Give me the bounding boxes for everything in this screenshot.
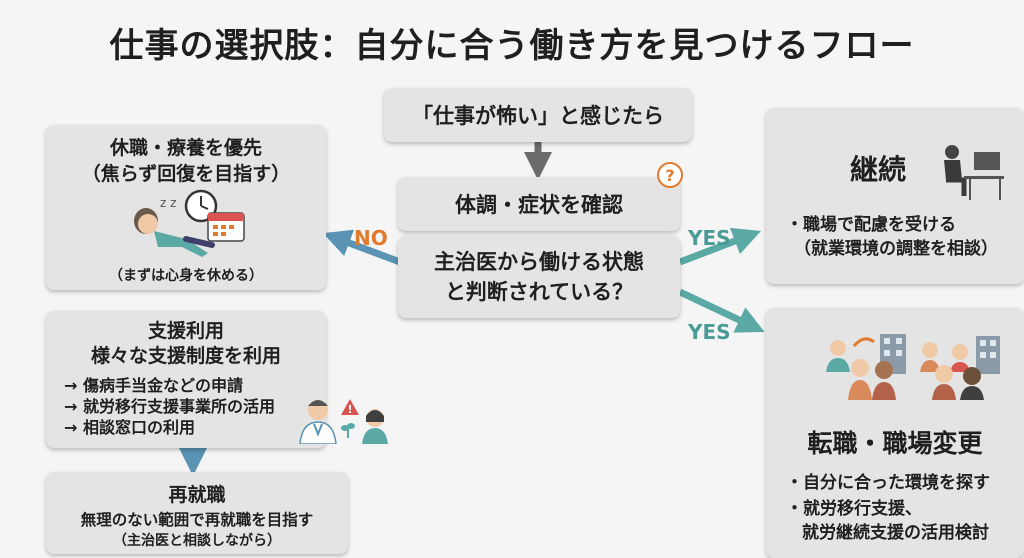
arrow-yes-change [678,288,765,333]
support-box: 支援利用 様々な支援制度を利用 → 傷病手当金などの申請 → 就労移行支援事業所… [46,311,326,448]
change-line: ・自分に合った環境を探す [786,473,990,493]
svg-text:?: ? [665,166,674,185]
yes-label-2: YES [688,320,731,344]
resting-person-icon: z z [116,191,216,265]
rest-title-2: （焦らず回復を目指す） [81,163,291,185]
svg-text:z z: z z [160,196,176,210]
question-line-2: と判断されている？ [444,280,634,304]
rework-title: 再就職 [168,484,226,506]
office-worker-icon [934,140,1004,206]
support-item: → 就労移行支援事業所の活用 [64,397,275,416]
yes-label-1: YES [688,226,731,250]
warning-icon: ! [340,398,360,420]
question-line-1: 主治医から働ける状態 [434,250,644,274]
change-line: 就労継続支援の活用検討 [802,523,989,543]
rest-note: （まずは心身を休める） [109,268,263,284]
calendar-icon [206,207,246,247]
change-line: ・就労移行支援、 [786,499,922,519]
rework-line: （主治医と相談しながら） [113,533,281,549]
support-item: → 傷病手当金などの申請 [64,376,243,395]
start-text: 「仕事が怖い」と感じたら [412,104,664,128]
arrow-no [322,229,402,266]
plant-icon [340,420,356,442]
counselor-icon [358,404,392,448]
continue-title: 継続 [850,153,907,186]
support-title-2: 様々な支援制度を利用 [90,345,281,367]
question-box: 主治医から働ける状態 と判断されている？ [398,236,680,318]
no-label: NO [354,226,388,250]
page-title: 仕事の選択肢：自分に合う働き方を見つけるフロー [109,26,915,66]
support-title-1: 支援利用 [147,320,224,342]
change-title: 転職・職場変更 [807,429,983,458]
continue-line: ・職場で配慮を受ける [786,215,956,235]
continue-line: （就業環境の調整を相談） [794,239,998,259]
question-icon: ? [656,161,684,193]
continue-box: 継続 ・職場で配慮を受ける （就業環境の調整を相談） [766,108,1024,284]
rework-box: 再就職 無理のない範囲で再就職を目指す （主治医と相談しながら） [46,472,348,554]
start-box: 「仕事が怖い」と感じたら [384,88,692,142]
support-item: → 相談窓口の利用 [64,418,195,437]
doctor-icon [296,394,340,448]
people-buildings-icon [826,328,1016,404]
arrow-yes-continue [678,227,762,266]
rest-title-1: 休職・療養を優先 [109,137,262,159]
rest-box: 休職・療養を優先 （焦らず回復を目指す） z z （まずは心身を休める） [46,125,326,290]
svg-text:!: ! [347,403,352,416]
rework-line: 無理のない範囲で再就職を目指す [80,511,314,529]
check-box: 体調・症状を確認 [398,177,680,231]
change-box: 転職・職場変更 ・自分に合った環境を探す ・就労移行支援、 就労継続支援の活用検… [766,308,1024,558]
check-text: 体調・症状を確認 [455,193,623,217]
